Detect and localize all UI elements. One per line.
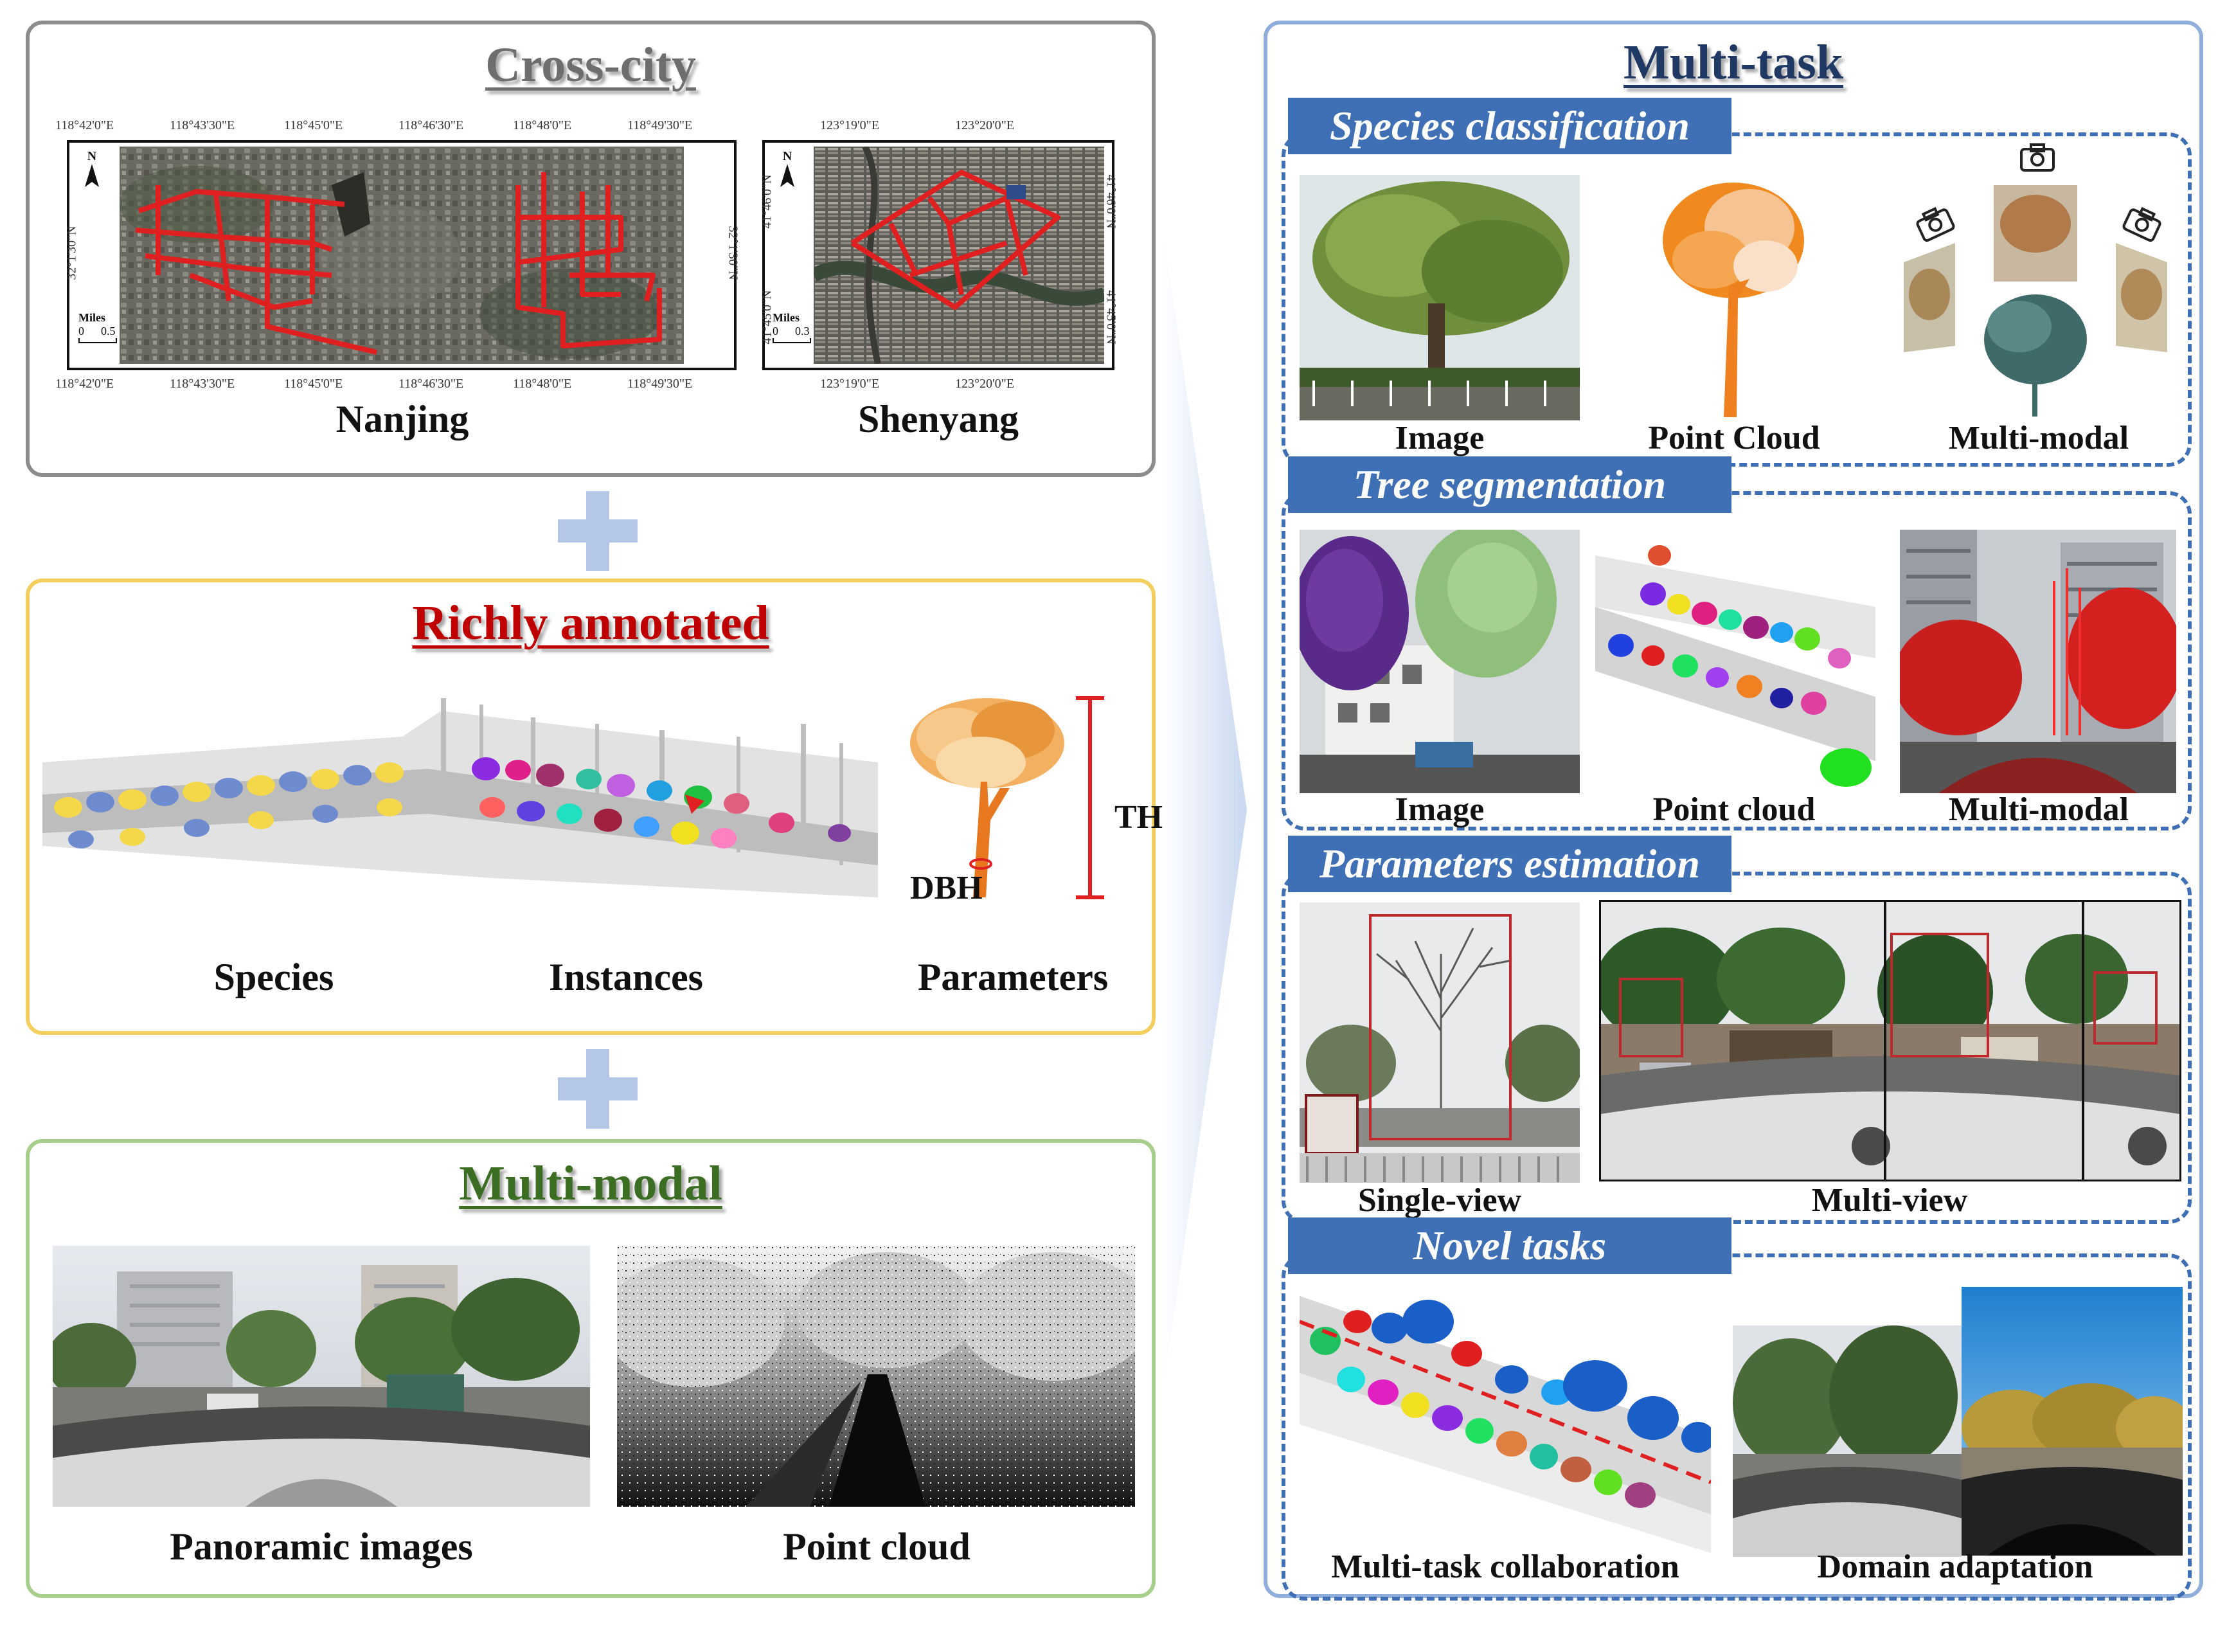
- shenyang-top-tick: 123°19'0"E: [820, 118, 879, 132]
- panoramic-image: [53, 1246, 590, 1507]
- nanjing-bottom-tick: 118°42'0"E: [55, 377, 114, 391]
- chevron-right-icon: [1163, 231, 1253, 1388]
- domain-adaptation-source-image: [1733, 1325, 1962, 1557]
- parameters-estimation-section: [1282, 872, 2192, 1224]
- segmentation-point-cloud: [1595, 530, 1875, 793]
- scale-max: 0.3: [795, 325, 810, 337]
- nanjing-north-arrow: N: [82, 149, 102, 190]
- shenyang-lat-tick-left: 41°45'0"N: [760, 290, 774, 345]
- point-cloud-label: Point cloud: [783, 1525, 970, 1568]
- shenyang-lat-tick-right: 41°46'0"N: [1104, 174, 1118, 229]
- nanjing-bottom-tick: 118°45'0"E: [284, 377, 343, 391]
- richly-annotated-panel: Richly annotated: [26, 579, 1163, 1035]
- nanjing-bottom-tick: 118°48'0"E: [513, 377, 572, 391]
- annotated-point-cloud: [42, 685, 878, 897]
- shenyang-label: Shenyang: [857, 398, 1019, 440]
- nanjing-top-tick: 118°42'0"E: [55, 118, 114, 132]
- tab-tree-segmentation: Tree segmentation: [1288, 456, 1731, 513]
- point-cloud-image: [617, 1246, 1135, 1507]
- species-point-cloud: [1653, 170, 1814, 420]
- tab-novel-tasks: Novel tasks: [1288, 1217, 1731, 1274]
- segmentation-image-label: Image: [1395, 791, 1485, 828]
- nanjing-lat-tick-left: 32°1'30"N: [64, 226, 79, 280]
- species-tree-image: [1300, 175, 1580, 420]
- shenyang-lat-tick-left: 41°46'0"N: [760, 174, 774, 229]
- tree-segmentation-section: [1282, 491, 2192, 830]
- nanjing-top-tick: 118°46'30"E: [398, 118, 464, 132]
- species-multi-modal-label: Multi-modal: [1948, 420, 2129, 456]
- segmentation-image: [1300, 530, 1580, 793]
- species-label: Species: [213, 956, 334, 998]
- single-view-image: [1300, 902, 1580, 1183]
- multi-modal-panel: Multi-modal: [26, 1139, 1156, 1598]
- scale-title: Miles: [773, 311, 800, 324]
- species-image-label: Image: [1395, 420, 1485, 456]
- plus-icon: [558, 491, 638, 571]
- tab-parameters-estimation: Parameters estimation: [1288, 836, 1731, 892]
- shenyang-lat-tick-right: 41°45'0"N: [1104, 290, 1118, 345]
- shenyang-top-tick: 123°20'0"E: [955, 118, 1014, 132]
- species-multi-modal-view: [1904, 159, 2174, 423]
- shenyang-satellite-map: [814, 147, 1104, 364]
- multi-task-collaboration-label: Multi-task collaboration: [1331, 1549, 1679, 1585]
- nanjing-top-tick: 118°49'30"E: [627, 118, 693, 132]
- multi-task-panel: Multi-task Species classification: [1264, 21, 2203, 1601]
- segmentation-multi-modal-label: Multi-modal: [1948, 791, 2129, 828]
- nanjing-lat-tick-right: 32°1'30"N: [726, 226, 740, 280]
- domain-adaptation-target-image: [1962, 1287, 2183, 1556]
- segmentation-multi-modal: [1900, 530, 2176, 793]
- shenyang-bottom-tick: 123°19'0"E: [820, 377, 879, 391]
- species-classification-section: [1282, 132, 2192, 467]
- nanjing-label: Nanjing: [335, 398, 469, 440]
- parameters-label: Parameters: [917, 956, 1109, 998]
- th-label: TH: [1114, 799, 1163, 836]
- nanjing-scale-bar: Miles 0 0.5: [78, 311, 117, 343]
- scale-zero: 0: [78, 325, 84, 337]
- tab-species-classification: Species classification: [1288, 98, 1731, 154]
- multi-task-collaboration-image: [1300, 1283, 1711, 1553]
- shenyang-map-frame: N Miles 0 0.3 41°46'0"N 41°45'0"N 41°46'…: [760, 140, 1118, 370]
- cross-city-title: Cross-city: [485, 38, 696, 92]
- tree-parameter-illustration: [904, 692, 1122, 904]
- nanjing-bottom-tick: 118°43'30"E: [170, 377, 235, 391]
- nanjing-top-tick: 118°45'0"E: [284, 118, 343, 132]
- species-point-cloud-label: Point Cloud: [1648, 420, 1820, 456]
- nanjing-satellite-map: [120, 147, 684, 364]
- panoramic-images-label: Panoramic images: [170, 1525, 473, 1568]
- multi-modal-title: Multi-modal: [459, 1156, 722, 1210]
- north-label: N: [782, 149, 792, 163]
- nanjing-bottom-tick: 118°49'30"E: [627, 377, 693, 391]
- shenyang-north-arrow: N: [778, 149, 797, 190]
- richly-annotated-title: Richly annotated: [412, 596, 769, 650]
- north-label: N: [87, 149, 97, 163]
- nanjing-bottom-tick: 118°46'30"E: [398, 377, 464, 391]
- camera-icon: [1912, 202, 1957, 244]
- scale-title: Miles: [78, 311, 105, 324]
- single-view-label: Single-view: [1357, 1182, 1522, 1219]
- nanjing-top-tick: 118°43'30"E: [170, 118, 235, 132]
- multi-task-title: Multi-task: [1623, 35, 1843, 89]
- scale-max: 0.5: [101, 325, 116, 337]
- camera-icon: [2019, 143, 2055, 172]
- nanjing-map-frame: N Miles 0 0.5 32°1'30"N 32°1'30"N: [64, 140, 740, 370]
- scale-zero: 0: [773, 325, 778, 337]
- dbh-label: DBH: [910, 870, 983, 906]
- cross-city-panel: Cross-city: [26, 21, 1156, 477]
- nanjing-top-tick: 118°48'0"E: [513, 118, 572, 132]
- shenyang-scale-bar: Miles 0 0.3: [773, 311, 811, 343]
- novel-tasks-section: [1282, 1253, 2192, 1601]
- segmentation-point-cloud-label: Point cloud: [1652, 791, 1816, 828]
- camera-icon: [2120, 202, 2165, 244]
- domain-adaptation-label: Domain adaptation: [1817, 1549, 2093, 1585]
- multi-view-label: Multi-view: [1811, 1182, 1968, 1219]
- plus-icon: [558, 1049, 638, 1129]
- instances-label: Instances: [548, 956, 704, 998]
- shenyang-bottom-tick: 123°20'0"E: [955, 377, 1014, 391]
- multi-view-image: [1599, 900, 2181, 1181]
